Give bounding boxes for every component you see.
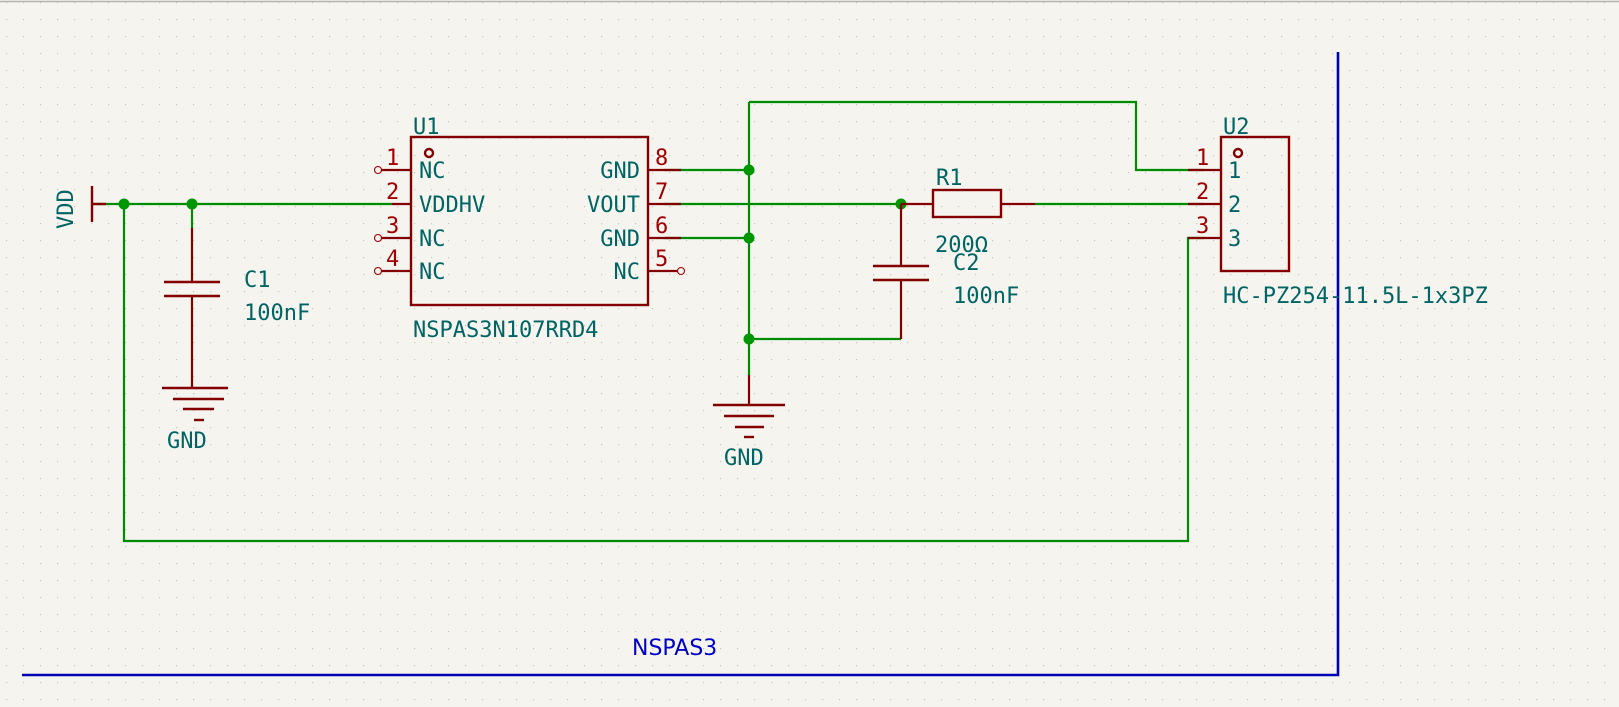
pin-number: 7 [655,180,668,205]
u1-pin-5[interactable]: 5 NC [614,247,686,285]
no-connect-icon [676,266,686,276]
u1-pin-2[interactable]: 2 VDDHV [386,180,485,218]
gnd1-label: GND [167,429,207,454]
ic-u1[interactable]: U1 NSPAS3N107RRD4 1 NC 2 VDDHV 3 NC 4 NC [373,115,686,343]
u2-value: HC-PZ254-11.5L-1x3PZ [1223,284,1488,309]
u1-pin-4[interactable]: 4 NC [373,247,446,285]
pin-number: 3 [386,214,399,239]
pin-number: 2 [1196,180,1209,205]
pin1-marker-icon [423,147,435,159]
c1-ref: C1 [244,268,271,293]
u1-pin-3[interactable]: 3 NC [373,214,446,252]
pin-name: NC [419,260,446,285]
connector-u2[interactable]: U2 HC-PZ254-11.5L-1x3PZ 1 1 2 2 3 3 [1188,115,1488,309]
vdd-label: VDD [54,189,79,229]
junction-dot [186,198,198,210]
no-connect-icon [373,165,383,175]
r1-value: 200Ω [935,233,988,258]
power-gnd-2[interactable]: GND [713,375,785,471]
pin-number: 2 [386,180,399,205]
junction-dot [743,164,755,176]
no-connect-icon [373,233,383,243]
sheet-name[interactable]: NSPAS3 [632,636,717,661]
pin-name: NC [419,227,446,252]
pin-number: 3 [1196,214,1209,239]
pin-name: VDDHV [419,193,485,218]
pin-number: 4 [386,247,399,272]
capacitor-c1[interactable]: C1 100nF [164,228,310,388]
u1-body [409,135,650,307]
pin-number: 6 [655,214,668,239]
capacitor-c2[interactable]: C2 100nF [873,204,1019,339]
pin-name: GND [600,227,640,252]
u1-pin-8[interactable]: 8 GND [600,146,681,184]
u2-pin-3[interactable]: 3 3 [1188,214,1241,252]
junction-dot [743,232,755,244]
pin-name: 3 [1228,227,1241,252]
pin-name: 2 [1228,193,1241,218]
c1-value: 100nF [244,301,310,326]
gnd2-label: GND [724,446,764,471]
u1-ref: U1 [413,115,440,140]
sheet-frame-border[interactable] [22,52,1340,677]
pin-name: NC [614,260,641,285]
u2-ref: U2 [1223,115,1250,140]
pin-number: 1 [1196,146,1209,171]
u1-pin-6[interactable]: 6 GND [600,214,681,252]
r1-ref: R1 [936,166,963,191]
wire-gnd-to-u2-pin1[interactable] [749,100,1204,172]
pin-name: GND [600,159,640,184]
pin1-marker-icon [1232,147,1244,159]
pin-name: NC [419,159,446,184]
c2-ref: C2 [953,251,980,276]
u1-value: NSPAS3N107RRD4 [413,318,598,343]
u1-pin-1[interactable]: 1 NC [373,146,446,184]
pin-number: 8 [655,146,668,171]
junction-dot [118,198,130,210]
pin-name: 1 [1228,159,1241,184]
no-connect-icon [373,266,383,276]
pin-number: 1 [386,146,399,171]
pin-number: 5 [655,247,668,272]
u2-pin-2[interactable]: 2 2 [1188,180,1241,218]
sheet-frame[interactable]: NSPAS3 [22,52,1340,677]
power-vdd[interactable]: VDD [54,186,106,229]
junction-dot [743,333,755,345]
u1-pin-7[interactable]: 7 VOUT [587,180,681,218]
resistor-r1[interactable]: R1 200Ω [901,166,1035,258]
u2-pin-1[interactable]: 1 1 [1188,146,1241,184]
power-gnd-1[interactable]: GND [162,386,228,454]
pin-name: VOUT [587,193,640,218]
c2-value: 100nF [953,284,1019,309]
